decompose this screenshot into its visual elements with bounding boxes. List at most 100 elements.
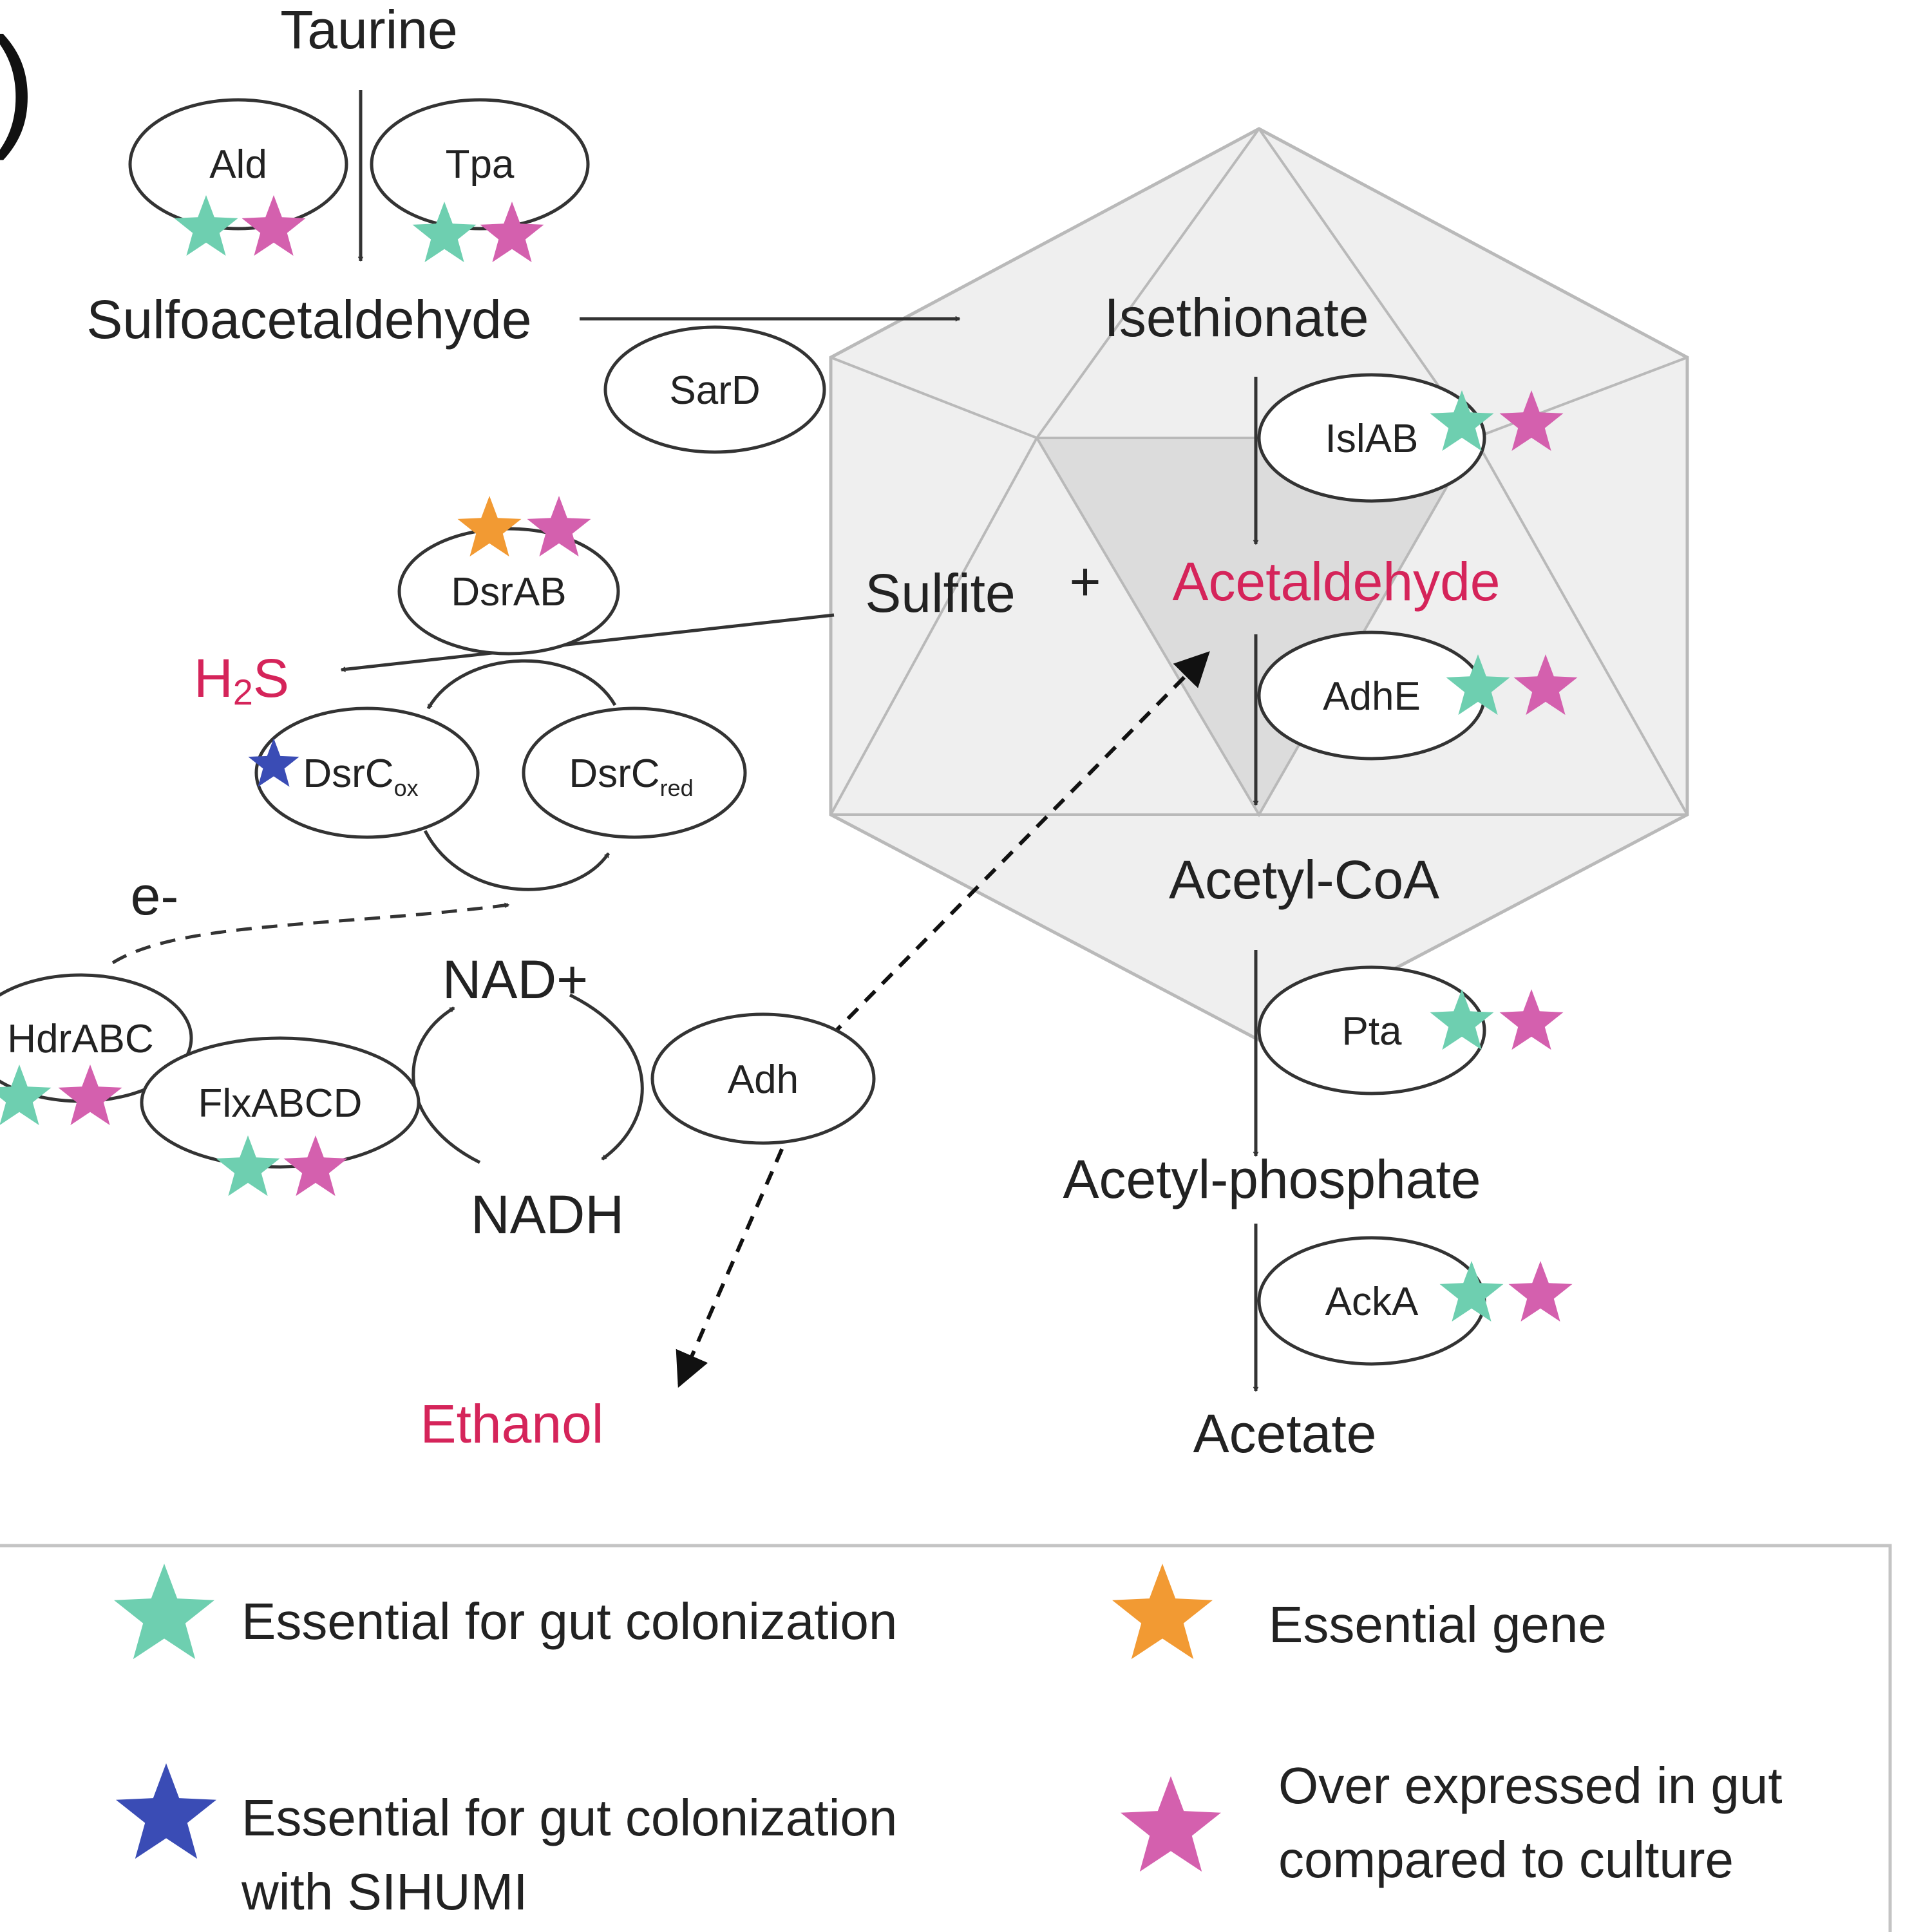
- enzyme-dsrab-label: DsrAB: [451, 570, 566, 614]
- star-pink: [1499, 390, 1564, 451]
- star-pink: [283, 1135, 348, 1197]
- legend-overexpressed-line2: compared to culture: [1278, 1831, 1734, 1888]
- enzyme-islab: IslAB: [1257, 373, 1486, 503]
- enzyme-dsrc-red: DsrCred: [522, 706, 747, 839]
- star-teal: [0, 1065, 52, 1126]
- legend-essential-colonization: Essential for gut colonization: [242, 1593, 897, 1650]
- dsrc-ox-subscript: ox: [394, 775, 419, 801]
- metabolite-acetyl-coa: Acetyl-CoA: [1169, 849, 1439, 910]
- enzyme-dsrc-red-label: DsrCred: [569, 752, 693, 801]
- star-blue: [248, 738, 299, 787]
- nadh-to-nad-arc: [412, 1006, 481, 1164]
- enzyme-hdrabc-label: HdrABC: [7, 1017, 153, 1061]
- dsrc-reduction-arc: [423, 829, 611, 891]
- sulfite-to-h2s-arrow: [340, 613, 835, 672]
- metabolite-nadh: NADH: [471, 1184, 624, 1245]
- star-orange: [457, 496, 522, 557]
- enzyme-dsrab: DsrAB: [397, 527, 620, 656]
- enzyme-sard: SarD: [603, 325, 826, 454]
- enzyme-adhe: AdhE: [1257, 630, 1486, 761]
- star-teal: [1446, 654, 1510, 715]
- enzyme-islab-ellipse: [1257, 373, 1486, 503]
- gene-stars: [0, 195, 1578, 1322]
- enzyme-hdrabc: HdrABC: [0, 973, 193, 1103]
- legend-star-blue: [116, 1763, 216, 1859]
- enzyme-flxabcd-ellipse: [140, 1036, 421, 1169]
- star-teal: [1430, 390, 1494, 451]
- enzyme-dsrc-red-ellipse: [522, 706, 747, 839]
- enzyme-sard-label: SarD: [669, 368, 760, 413]
- ethanol-acetaldehyde-arrow: [777, 651, 1210, 1090]
- enzyme-adh-label: Adh: [728, 1057, 799, 1102]
- star-pink: [1499, 989, 1564, 1050]
- legend-overexpressed-line1: Over expressed in gut: [1278, 1757, 1783, 1814]
- h2s-h: H: [194, 648, 233, 708]
- metabolite-taurine: Taurine: [280, 0, 458, 60]
- plus-sign: +: [1069, 551, 1101, 612]
- metabolite-acetaldehyde: Acetaldehyde: [1172, 551, 1500, 612]
- enzyme-flxabcd-label: FlxABCD: [198, 1081, 363, 1126]
- enzyme-acka-label: AckA: [1325, 1280, 1419, 1324]
- metabolite-isethionate: Isethionate: [1104, 287, 1369, 348]
- star-teal: [1430, 989, 1494, 1050]
- enzyme-pta: Pta: [1257, 965, 1486, 1095]
- electron-label: e-: [131, 866, 179, 926]
- metabolite-h2s: H2S: [194, 648, 289, 712]
- legend-star-teal: [114, 1564, 214, 1660]
- metabolite-sulfite: Sulfite: [865, 563, 1015, 623]
- enzyme-tpa-label: Tpa: [446, 142, 515, 187]
- enzyme-adhe-label: AdhE: [1323, 674, 1421, 719]
- enzyme-acka: AckA: [1257, 1236, 1486, 1366]
- h2s-subscript: 2: [233, 672, 253, 712]
- legend-essential-sihumi-line2: with SIHUMI: [241, 1863, 528, 1920]
- metabolite-acetate: Acetate: [1193, 1403, 1377, 1464]
- shell-edge: [829, 437, 1038, 815]
- dsrc-oxidation-arc: [426, 659, 617, 710]
- star-teal: [216, 1135, 280, 1197]
- enzyme-sard-ellipse: [603, 325, 826, 454]
- panel-label: ): [0, 10, 36, 161]
- nad-to-nadh-arc: [569, 993, 644, 1161]
- enzyme-dsrc-ox-ellipse: [254, 706, 480, 839]
- legend-essential-gene: Essential gene: [1269, 1596, 1607, 1653]
- enzyme-tpa-ellipse: [370, 98, 590, 231]
- h2s-s: S: [253, 648, 289, 708]
- enzyme-pta-ellipse: [1257, 965, 1486, 1095]
- legend-star-pink: [1121, 1776, 1221, 1872]
- enzyme-islab-label: IslAB: [1325, 417, 1419, 461]
- enzyme-ald-ellipse: [128, 98, 348, 231]
- enzyme-dsrc-ox-label: DsrCox: [303, 752, 418, 801]
- star-pink: [58, 1065, 122, 1126]
- star-pink: [1508, 1261, 1573, 1322]
- metabolite-sulfoacetaldehyde: Sulfoacetaldehyde: [86, 289, 531, 350]
- dsrc-red-subscript: red: [660, 775, 694, 801]
- enzyme-adh: Adh: [650, 1012, 876, 1145]
- star-pink: [480, 202, 544, 263]
- star-teal: [412, 202, 477, 263]
- star-pink: [527, 496, 591, 557]
- enzyme-flxabcd: FlxABCD: [140, 1036, 421, 1169]
- metabolite-acetyl-phosphate: Acetyl-phosphate: [1063, 1149, 1481, 1209]
- microcompartment-shell: [829, 127, 1689, 1042]
- enzyme-adh-ellipse: [650, 1012, 876, 1145]
- legend: Essential for gut colonization Essential…: [0, 1544, 1892, 1932]
- enzyme-dsrc-ox: DsrCox: [254, 706, 480, 839]
- metabolite-ethanol: Ethanol: [421, 1394, 604, 1454]
- star-pink: [1513, 654, 1578, 715]
- star-teal: [174, 195, 238, 256]
- metabolite-nad-plus: NAD+: [442, 949, 588, 1010]
- enzyme-ald: Ald: [128, 98, 348, 231]
- enzyme-ald-label: Ald: [209, 142, 267, 187]
- legend-box: [0, 1544, 1892, 1932]
- shell-edge: [1473, 437, 1689, 815]
- legend-star-orange: [1112, 1564, 1213, 1660]
- electron-transfer-arrow: [111, 902, 510, 965]
- dsrc-ox-main: DsrC: [303, 752, 393, 796]
- star-pink: [242, 195, 306, 256]
- star-teal: [1439, 1261, 1504, 1322]
- dsrc-red-main: DsrC: [569, 752, 659, 796]
- legend-essential-sihumi-line1: Essential for gut colonization: [242, 1789, 897, 1846]
- pathway-arrows: [111, 90, 1259, 1392]
- enzyme-pta-label: Pta: [1341, 1009, 1402, 1054]
